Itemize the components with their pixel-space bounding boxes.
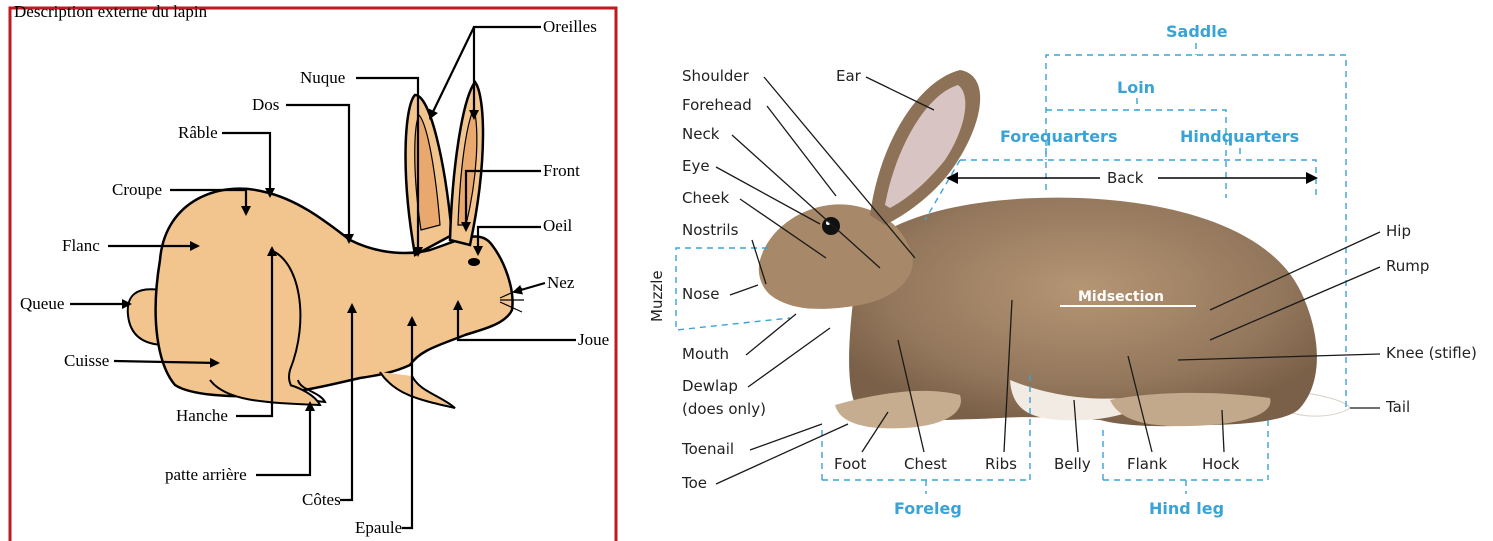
label-hip: Hip [1386,222,1411,240]
label-belly: Belly [1054,455,1091,473]
label-cuisse: Cuisse [64,351,109,370]
label-queue: Queue [20,294,64,313]
group-loin: Loin [1117,78,1155,97]
label-neck: Neck [682,125,720,143]
label-flanc: Flanc [62,236,100,255]
group-forequarters: Forequarters [1000,127,1117,146]
label-knee: Knee (stifle) [1386,344,1477,362]
label-chest: Chest [904,455,947,473]
french-diagram-panel: Description externe du lapin Oreilles Nu… [10,2,616,541]
label-rable: Râble [178,123,218,142]
label-cotes: Côtes [302,490,341,509]
label-nez: Nez [547,273,575,292]
label-forehead: Forehead [682,96,752,114]
label-dewlap-note: (does only) [682,400,766,418]
label-front: Front [543,161,580,180]
label-toe: Toe [681,474,707,492]
label-hock: Hock [1202,455,1240,473]
label-oeil: Oeil [543,216,573,235]
label-eye: Eye [682,157,710,175]
label-nose: Nose [682,285,719,303]
label-ribs: Ribs [985,455,1017,473]
group-saddle: Saddle [1166,22,1228,41]
label-cheek: Cheek [682,189,729,207]
label-croupe: Croupe [112,180,162,199]
label-flank: Flank [1127,455,1167,473]
label-joue: Joue [578,330,609,349]
label-shoulder: Shoulder [682,67,750,85]
cartoon-eye [468,258,480,266]
label-dewlap: Dewlap [682,377,738,395]
group-hind-leg: Hind leg [1149,499,1224,518]
rabbit-illustration [759,70,1350,428]
english-diagram-panel: Saddle Loin Forequarters Hindquarters Ba… [648,22,1477,518]
label-mouth: Mouth [682,345,729,363]
panel-header-text: Description externe du lapin [14,2,208,21]
group-hindquarters: Hindquarters [1180,127,1299,146]
rabbit-eye [822,217,840,235]
label-nuque: Nuque [300,68,345,87]
group-foreleg: Foreleg [894,499,962,518]
label-toenail: Toenail [681,440,734,458]
group-back: Back [1107,169,1144,187]
label-patte-arriere: patte arrière [165,465,247,484]
label-hanche: Hanche [176,406,228,425]
label-dos: Dos [252,95,279,114]
label-nostrils: Nostrils [682,221,739,239]
label-rump: Rump [1386,257,1429,275]
label-foot: Foot [834,455,866,473]
label-epaule: Epaule [355,518,402,537]
label-oreilles: Oreilles [543,17,597,36]
group-midsection: Midsection [1078,289,1164,305]
label-ear: Ear [836,67,862,85]
label-tail: Tail [1385,398,1410,416]
group-muzzle: Muzzle [648,270,666,322]
